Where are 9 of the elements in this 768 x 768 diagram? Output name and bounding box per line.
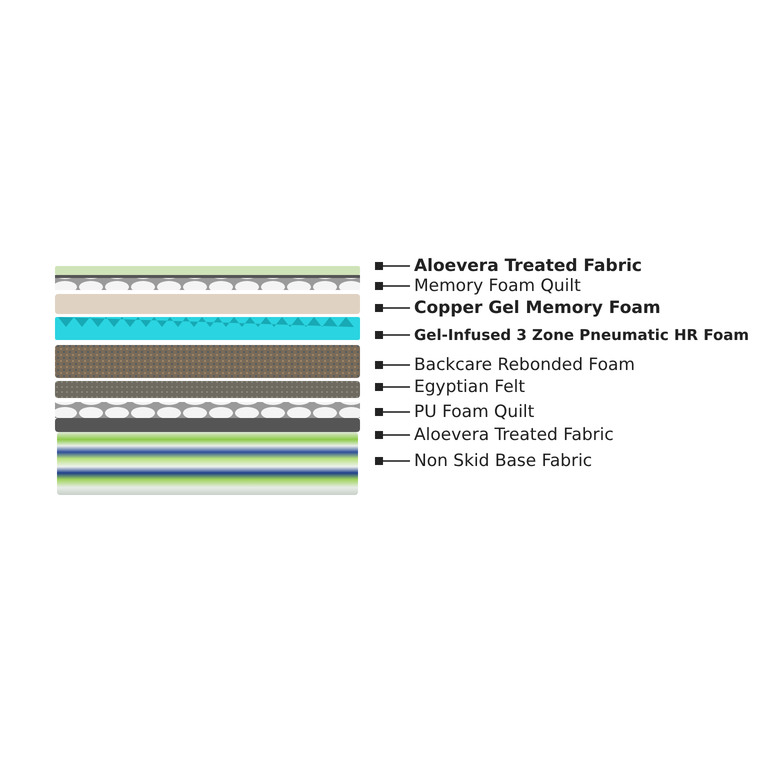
layer-label: Backcare Rebonded Foam: [414, 355, 635, 375]
layer-label: PU Foam Quilt: [414, 402, 534, 422]
layer-label: Egyptian Felt: [414, 377, 526, 397]
layer-label: Gel-Infused 3 Zone Pneumatic HR Foam: [414, 325, 750, 345]
layer-label: Non Skid Base Fabric: [414, 451, 592, 471]
layer-label: Aloevera Treated Fabric: [414, 256, 642, 276]
layer-label: Copper Gel Memory Foam: [414, 298, 661, 318]
layer-label: Aloevera Treated Fabric: [414, 425, 614, 445]
layer-label: Memory Foam Quilt: [414, 276, 581, 296]
